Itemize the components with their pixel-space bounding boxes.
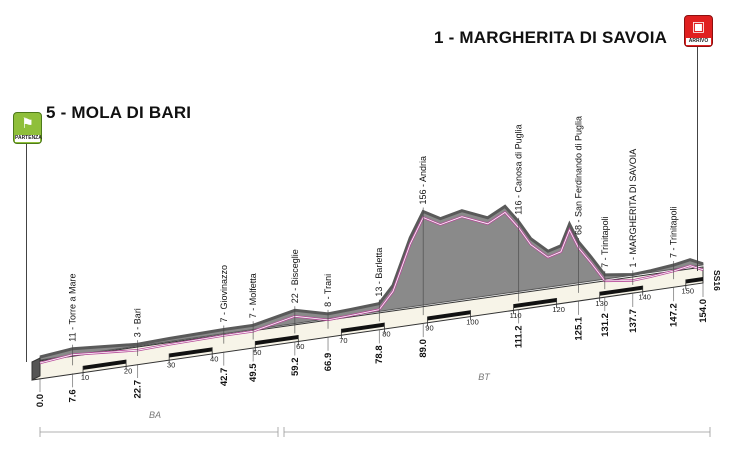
profile-slab-end — [31, 357, 41, 381]
distance-stripe — [341, 322, 385, 333]
distance-stripe — [427, 310, 471, 321]
start-separator: - — [60, 103, 67, 122]
road-label: SS16 — [712, 270, 722, 291]
distance-stripe — [513, 297, 557, 309]
finish-flag-icon: ▣ ARRIVO — [684, 15, 713, 47]
place-label: 116 - Canosa di Puglia — [514, 124, 524, 214]
distance-ticks: 10 20 30 40 50 60 70 80 90 100 110 120 130 140 150 — [81, 279, 695, 382]
finish-altitude: 1 — [434, 28, 444, 47]
place-label: 7 - Molfetta — [248, 273, 258, 318]
place-label: 3 - Bari — [133, 308, 143, 337]
finish-label: 1 - MARGHERITA DI SAVOIA — [434, 28, 667, 48]
distance-tick-label: 70 — [339, 336, 347, 345]
start-town: MOLA DI BARI — [71, 103, 192, 122]
start-pole — [26, 142, 27, 362]
place-label: 156 - Andria — [418, 156, 428, 205]
road-number-label: SS16 — [712, 270, 722, 291]
distance-tick-label: 50 — [253, 348, 261, 357]
distance-tick-label: 130 — [595, 299, 608, 308]
km-label: 59.2 — [290, 357, 301, 376]
start-altitude: 5 — [46, 103, 56, 122]
km-label: 131.2 — [600, 313, 611, 337]
finish-square-icon: ▣ — [691, 19, 706, 35]
km-label: 49.5 — [248, 363, 259, 382]
start-flag-icon: ⚑ PARTENZA — [13, 112, 42, 144]
distance-tick-label: 110 — [510, 311, 522, 320]
place-label: 7 - Giovinazzo — [219, 265, 229, 323]
flag-icon: ⚑ — [21, 116, 34, 132]
distance-tick-label: 140 — [638, 293, 651, 302]
km-label: 147.2 — [669, 303, 680, 327]
distance-tick-label: 100 — [466, 317, 479, 326]
km-label: 7.6 — [68, 389, 79, 402]
km-label: 78.8 — [374, 345, 385, 364]
distance-stripes — [83, 277, 703, 370]
km-label: 42.7 — [219, 368, 230, 387]
place-labels: 11 - Torre a Mare 3 - Bari 7 - Giovinazzo 7… — [68, 116, 679, 366]
distance-tick-label: 40 — [210, 354, 218, 363]
place-label: 68 - San Ferdinando di Puglia — [574, 116, 584, 235]
distance-tick-label: 90 — [425, 323, 433, 332]
distance-stripe — [255, 334, 299, 346]
km-label: 22.7 — [133, 380, 144, 399]
place-label: 13 - Barletta — [374, 248, 384, 297]
distance-stripe — [685, 277, 703, 284]
distance-tick-label: 80 — [382, 330, 390, 339]
distance-tick-label: 60 — [296, 342, 304, 351]
distance-tick-label: 150 — [682, 286, 695, 295]
distance-tick-label: 10 — [81, 373, 89, 382]
province-label: BA — [149, 410, 161, 420]
km-label: 125.1 — [574, 316, 585, 340]
finish-town: MARGHERITA DI SAVOIA — [459, 28, 668, 47]
distance-tick-label: 30 — [167, 360, 175, 369]
start-label: 5 - MOLA DI BARI — [46, 103, 191, 123]
province-bar: BA BT — [39, 372, 711, 437]
km-label: 66.9 — [323, 353, 334, 372]
place-label: 1 - MARGHERITA DI SAVOIA — [628, 149, 638, 268]
place-label: 11 - Torre a Mare — [68, 274, 78, 342]
distance-stripe — [599, 285, 643, 296]
km-label: 89.0 — [418, 339, 429, 358]
province-label: BT — [478, 372, 491, 382]
finish-pole — [697, 46, 698, 271]
distance-tick-label: 20 — [124, 367, 132, 376]
km-label: 111.2 — [514, 325, 525, 348]
distance-stripe — [169, 347, 213, 358]
km-label: 137.7 — [628, 309, 639, 333]
distance-tick-label: 120 — [552, 305, 565, 314]
start-badge-caption: PARTENZA — [15, 135, 42, 142]
place-label: 8 - Trani — [323, 274, 333, 307]
finish-badge-caption: ARRIVO — [686, 38, 711, 45]
place-label: 7 - Trinitapoli — [669, 206, 679, 258]
finish-separator: - — [448, 28, 455, 47]
place-label: 7 - Trinitapoli — [600, 216, 610, 268]
place-label: 22 - Bisceglie — [290, 249, 300, 303]
km-labels: 0.0 7.6 22.7 42.7 49.5 59.2 66.9 78.8 89.0 111.2 1… — [35, 283, 709, 407]
km-label: 154.0 — [698, 299, 709, 323]
km-label: 0.0 — [35, 394, 46, 407]
distance-stripe — [83, 359, 127, 370]
